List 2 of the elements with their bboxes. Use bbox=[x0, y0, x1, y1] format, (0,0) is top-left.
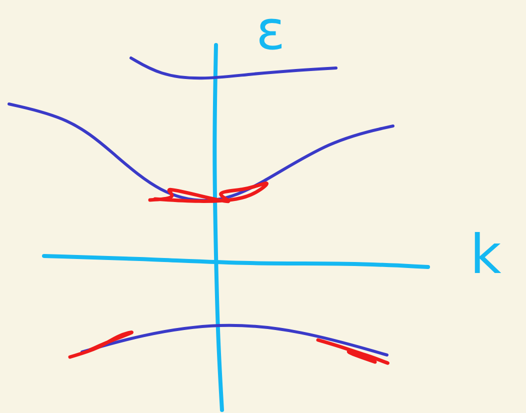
axis-label: k bbox=[470, 228, 502, 282]
axis-label: ε bbox=[256, 4, 286, 58]
